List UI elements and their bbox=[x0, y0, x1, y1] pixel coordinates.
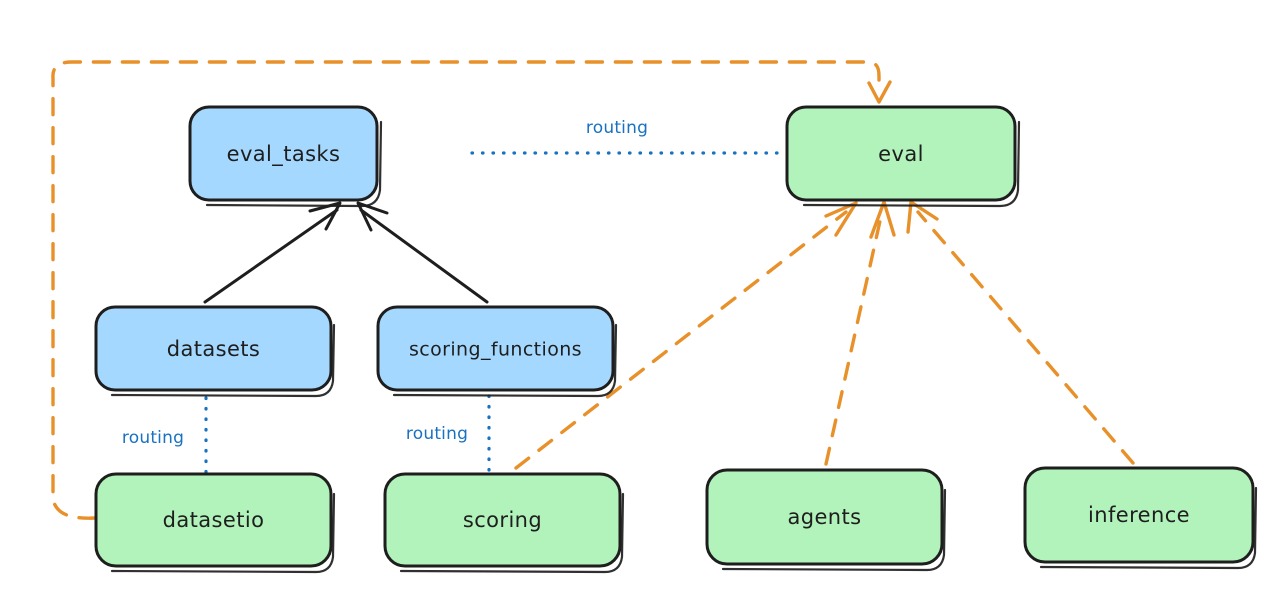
edge-scoring-eval bbox=[514, 201, 858, 470]
node-agents-label: agents bbox=[787, 505, 861, 529]
node-eval-shape[interactable] bbox=[785, 105, 1017, 202]
edge-scoring-functions-eval-tasks bbox=[356, 201, 489, 304]
edge-datasets-eval-tasks bbox=[203, 201, 342, 304]
edge-agents-eval bbox=[824, 200, 896, 466]
node-agents-shape[interactable] bbox=[705, 468, 944, 566]
node-datasets-shape[interactable] bbox=[94, 305, 333, 392]
node-scoring-label: scoring bbox=[463, 508, 542, 532]
node-eval-label: eval bbox=[878, 142, 924, 166]
edge-inference-eval bbox=[906, 200, 1135, 465]
node-scoring-functions[interactable]: scoring_functions bbox=[376, 305, 618, 398]
node-agents[interactable]: agents bbox=[705, 468, 947, 572]
node-datasets-label: datasets bbox=[167, 337, 261, 361]
edge-label-routing-left: routing bbox=[122, 428, 184, 448]
node-inference[interactable]: inference bbox=[1023, 466, 1258, 570]
node-eval-tasks-shape[interactable] bbox=[188, 105, 379, 202]
node-inference-label: inference bbox=[1088, 503, 1190, 527]
node-datasetio-label: datasetio bbox=[163, 508, 265, 532]
node-scoring-functions-label: scoring_functions bbox=[409, 339, 582, 361]
node-inference-shape[interactable] bbox=[1023, 466, 1255, 564]
edge-eval-tasks-eval: routing bbox=[470, 118, 789, 155]
node-datasetio[interactable]: datasetio bbox=[94, 472, 336, 574]
node-datasets[interactable]: datasets bbox=[94, 305, 336, 398]
edge-datasetio-eval bbox=[51, 60, 892, 520]
node-datasetio-shape[interactable] bbox=[94, 472, 333, 568]
node-scoring-shape[interactable] bbox=[383, 472, 622, 568]
edge-scoring-functions-scoring: routing bbox=[406, 394, 491, 476]
edge-label-routing-middle: routing bbox=[406, 424, 468, 444]
node-eval-tasks-label: eval_tasks bbox=[227, 142, 341, 167]
node-eval[interactable]: eval bbox=[785, 105, 1021, 208]
edge-datasets-datasetio: routing bbox=[122, 396, 208, 476]
edge-label-routing-top: routing bbox=[586, 118, 648, 138]
node-scoring[interactable]: scoring bbox=[383, 472, 625, 574]
node-scoring-functions-shape[interactable] bbox=[376, 305, 615, 392]
node-eval-tasks[interactable]: eval_tasks bbox=[188, 105, 383, 208]
